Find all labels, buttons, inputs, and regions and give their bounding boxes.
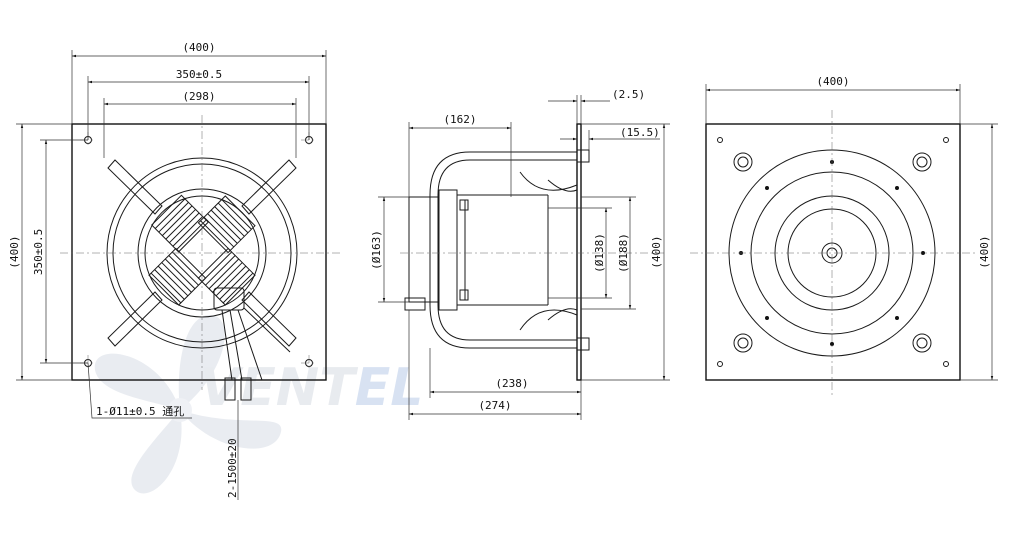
rear-mounting-plate (705, 123, 961, 381)
rear-bolts (733, 152, 932, 353)
front-hole-spacing-h: 350±0.5 (176, 68, 222, 81)
side-inlet-dia-2: (Ø188) (617, 233, 630, 273)
front-dimensions: (400) 350±0.5 (298) (400) 350±0.5 1-Ø11±… (8, 41, 327, 500)
side-flange-thickness: (2.5) (612, 88, 645, 101)
front-cable-note: 2-1500±20 (226, 438, 239, 498)
fan-blades-icon (94, 315, 282, 494)
rear-height: (400) (978, 235, 991, 268)
side-guard-frame (429, 149, 590, 351)
side-height: (400) (650, 235, 663, 268)
front-width-overall: (400) (182, 41, 215, 54)
watermark: VENTEL (94, 315, 423, 494)
front-view: (400) 350±0.5 (298) (400) 350±0.5 1-Ø11±… (8, 41, 340, 500)
watermark-brand-prefix: VENT (200, 358, 358, 418)
rear-corner-holes (717, 137, 949, 367)
front-height-overall: (400) (8, 235, 21, 268)
cable-gland (213, 287, 291, 401)
side-view: (162) (2.5) (15.5) (Ø163) (Ø138) (Ø188) … (370, 88, 670, 420)
front-mounting-plate (71, 123, 327, 381)
rear-width: (400) (816, 75, 849, 88)
side-dimensions: (162) (2.5) (15.5) (Ø163) (Ø138) (Ø188) … (370, 88, 670, 420)
watermark-brand-suffix: EL (355, 358, 424, 418)
side-flange (576, 123, 582, 381)
side-motor-housing (404, 171, 578, 331)
side-motor-depth: (162) (443, 113, 476, 126)
svg-text:VENTEL: VENTEL (200, 358, 423, 418)
front-guard-width: (298) (182, 90, 215, 103)
rear-dimensions: (400) (400) (705, 75, 998, 381)
side-inlet-dia-1: (Ø138) (593, 233, 606, 273)
side-flange-offset: (15.5) (620, 126, 660, 139)
side-motor-dia: (Ø163) (370, 230, 383, 270)
rear-view: (400) (400) (690, 75, 998, 395)
side-depth-1: (238) (495, 377, 528, 390)
motor-heatsink (148, 194, 256, 306)
side-depth-total: (274) (478, 399, 511, 412)
front-hole-note: 1-Ø11±0.5 通孔 (96, 405, 184, 418)
front-hole-spacing-v: 350±0.5 (32, 229, 45, 275)
